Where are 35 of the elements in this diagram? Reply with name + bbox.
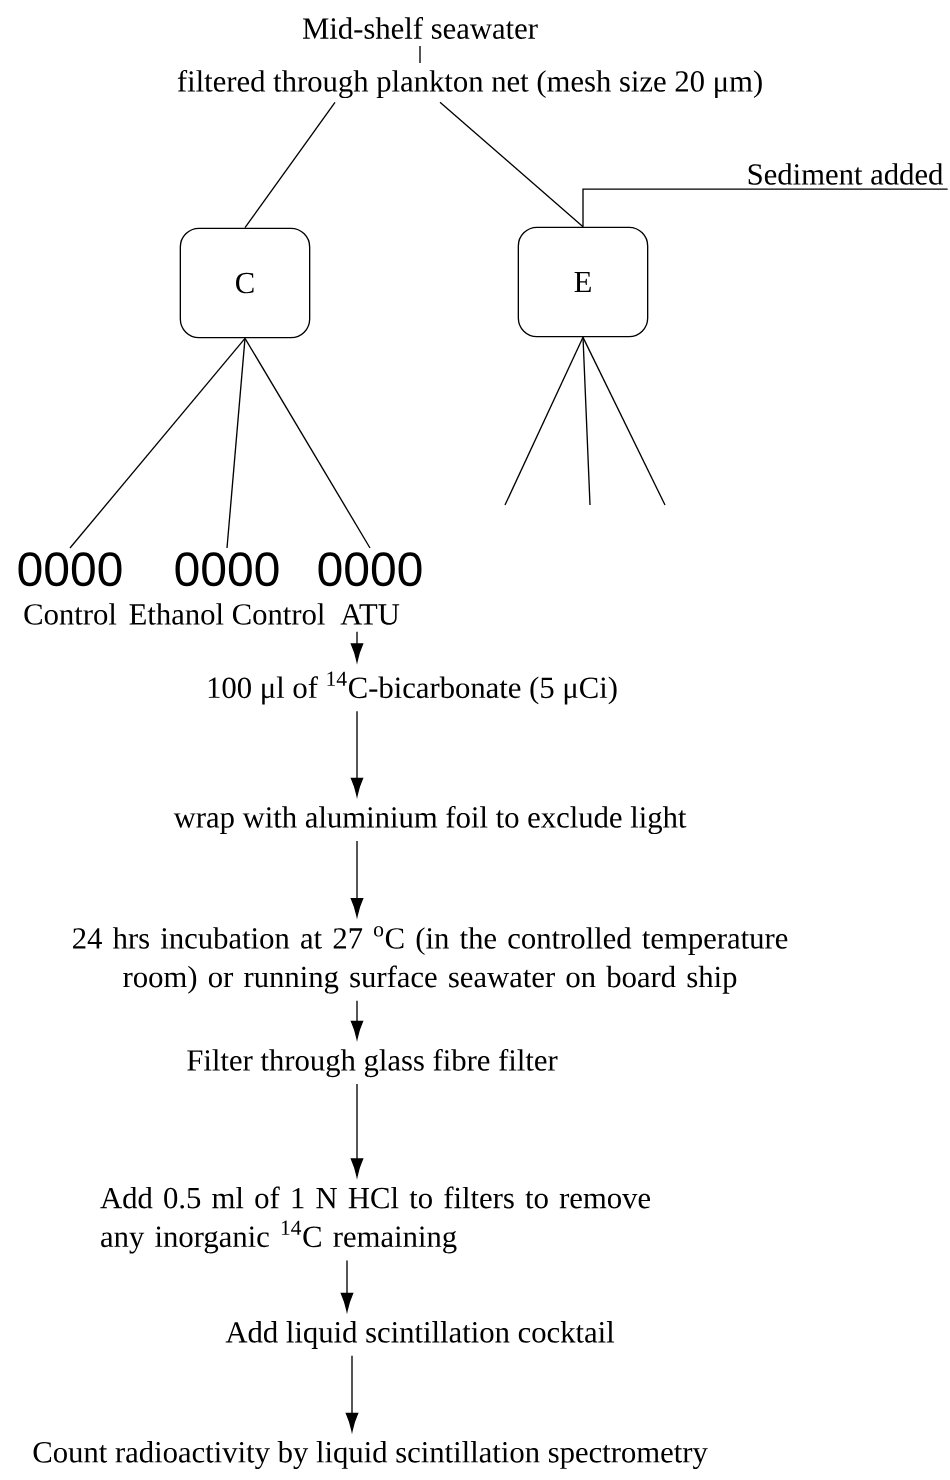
branch-line [226, 337, 246, 549]
container-box: E [517, 226, 649, 338]
arrow [350, 710, 364, 797]
bottle-label: ATU [340, 604, 400, 625]
arrow [350, 840, 364, 917]
branch-line [244, 337, 371, 549]
bottle-icons: 0000 [318, 552, 422, 587]
branch-line [439, 101, 584, 228]
step-text: Filter through glass fibre filter [187, 1048, 558, 1078]
step-text: Mid-shelf seawater [302, 17, 538, 39]
step-text: 100 μl of $^{14}$C-bicarbonate (5 μCi) [208, 671, 617, 705]
branch-line [69, 337, 246, 549]
branch-line [582, 336, 666, 506]
step-text: filtered through plankton net (mesh size 20 μm) [177, 69, 762, 99]
step-text: Add liquid scintillation cocktail [225, 1321, 615, 1349]
branch-line [244, 101, 336, 229]
container-box: C [179, 227, 311, 339]
branch-line [582, 336, 591, 506]
branch-line [504, 336, 584, 506]
arrow [345, 1355, 359, 1432]
leader-line [582, 188, 949, 228]
step-text: 24 hrs incubation at 27 $^{o}$C (in the controlled temperature room) or running surface seawater on board ship [73, 926, 788, 994]
arrow [350, 1083, 364, 1178]
arrow [340, 1259, 354, 1312]
bottle-label: Ethanol Control [129, 603, 325, 625]
callout-text: Sediment added [748, 163, 944, 185]
bottle-label: Control [24, 603, 117, 625]
bottle-icons: 0000 [175, 552, 279, 587]
bottle-icons: 0000 [18, 552, 122, 587]
arrow [350, 631, 364, 663]
arrow [350, 1000, 364, 1040]
step-text: wrap with aluminium foil to exclude light [173, 805, 687, 835]
connector-line [419, 45, 421, 64]
step-text: Count radioactivity by liquid scintillation spectrometry [33, 1441, 708, 1469]
step-text: Add 0.5 ml of 1 N HCl to filters to remove any inorganic $^{14}$C remaining [100, 1186, 650, 1254]
